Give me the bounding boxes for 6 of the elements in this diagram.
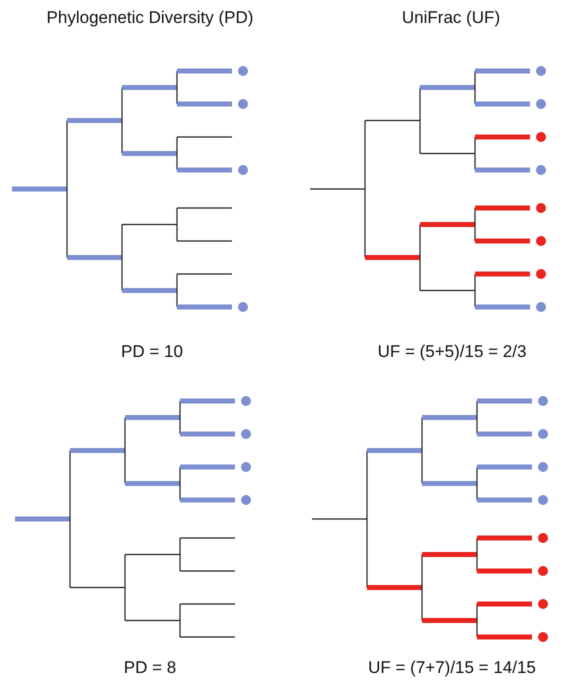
formula-text: UF = (7+7)/15 = 14/15 xyxy=(368,658,536,678)
formula-text: UF = (5+5)/15 = 2/3 xyxy=(378,342,526,362)
formula-text: PD = 10 xyxy=(121,342,183,362)
column-heading: Phylogenetic Diversity (PD) xyxy=(46,8,254,28)
column-heading: UniFrac (UF) xyxy=(402,8,500,28)
formula-text: PD = 8 xyxy=(124,658,176,678)
